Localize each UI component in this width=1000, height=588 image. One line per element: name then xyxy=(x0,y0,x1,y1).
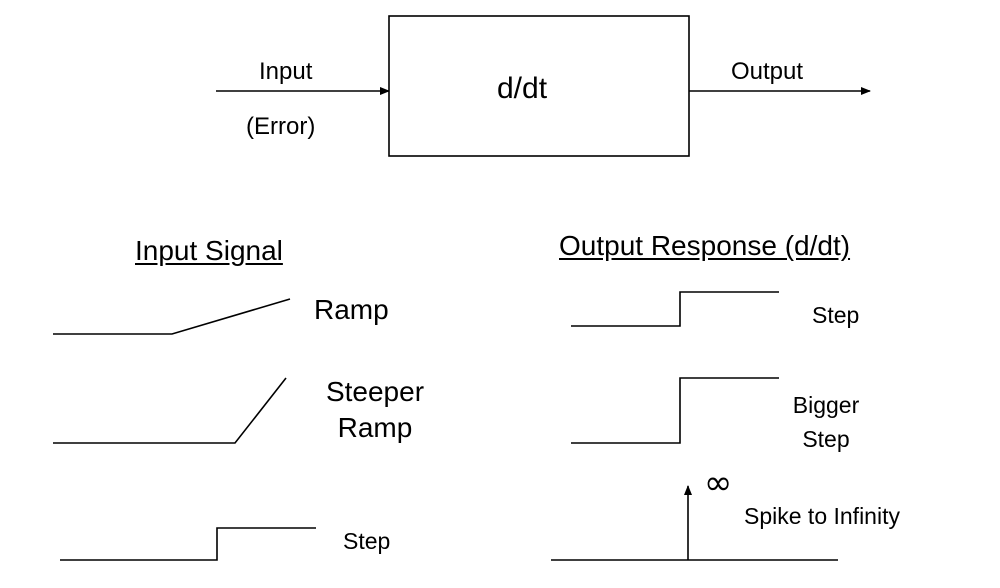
bigger-step-label: Bigger Step xyxy=(780,388,872,456)
bigger-step-label-line2: Step xyxy=(802,426,850,452)
input-sublabel: (Error) xyxy=(246,113,316,140)
ramp-label: Ramp xyxy=(314,294,389,325)
bigger-step-label-line1: Bigger xyxy=(792,392,860,418)
input-signal-heading: Input Signal xyxy=(135,235,283,266)
output-label: Output xyxy=(731,58,804,85)
spike-label: Spike to Infinity xyxy=(744,503,900,529)
steeper-ramp-input-signal xyxy=(53,377,287,444)
input-label: Input xyxy=(259,58,313,85)
bigger-step-output-response xyxy=(571,377,779,444)
ramp-input-signal xyxy=(53,298,291,335)
step-input-label: Step xyxy=(343,528,391,554)
step-output-response xyxy=(571,291,779,327)
steeper-ramp-label: Steeper Ramp xyxy=(312,374,438,446)
step-input-signal xyxy=(60,527,316,561)
steeper-ramp-label-line2: Ramp xyxy=(337,412,413,443)
output-response-heading: Output Response (d/dt) xyxy=(559,230,851,261)
derivative-block xyxy=(388,15,690,157)
step-output-label: Step xyxy=(812,302,860,328)
block-label: d/dt xyxy=(497,72,548,105)
infinity-symbol: ∞ xyxy=(704,463,733,503)
steeper-ramp-label-line1: Steeper xyxy=(325,376,425,407)
